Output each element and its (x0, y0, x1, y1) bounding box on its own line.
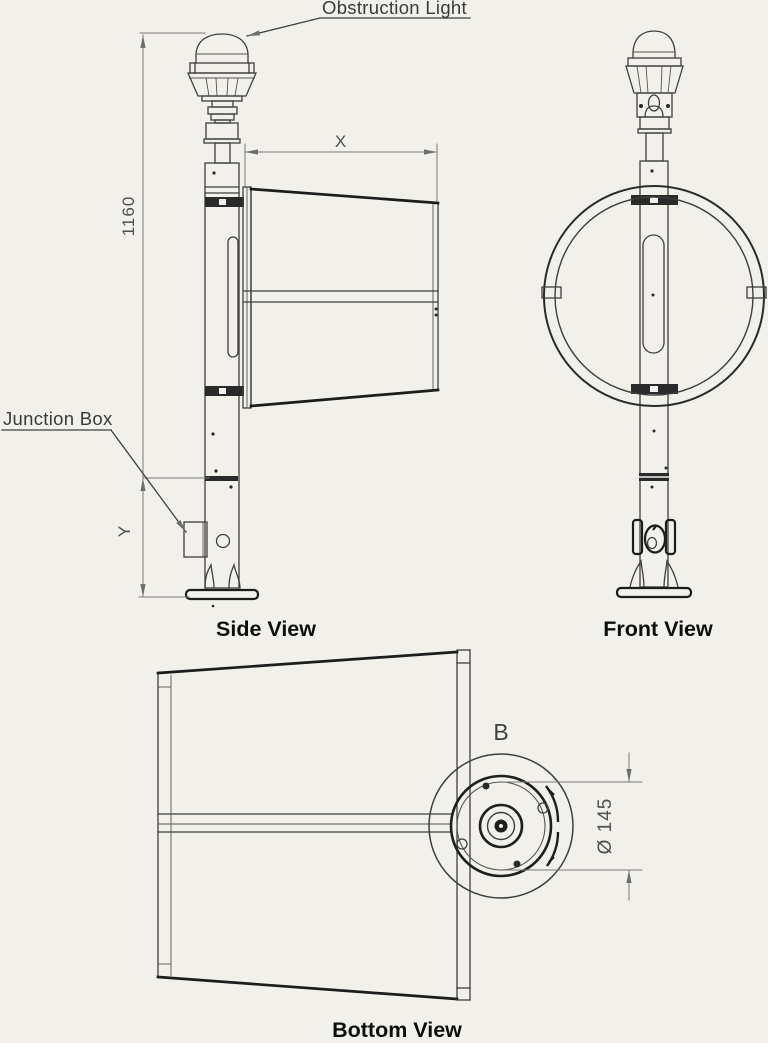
dim-flange-text: Ø 145 (595, 798, 616, 855)
obstruction-light-label: Obstruction Light (322, 0, 467, 18)
front-hoop-ring (541, 185, 767, 407)
obstruction-light-callout: Obstruction Light (246, 0, 471, 37)
dim-1160-text: 1160 (119, 196, 138, 237)
dimension-x: X (244, 132, 438, 202)
side-windsock-cone (242, 186, 440, 409)
bottom-view-title: Bottom View (332, 1018, 462, 1042)
junction-box-callout: Junction Box (1, 408, 187, 533)
bottom-swivel-assembly (428, 753, 574, 899)
side-base (184, 562, 260, 608)
front-view: Front View (541, 30, 767, 641)
side-obstruction-light (187, 33, 257, 164)
side-pole (204, 162, 244, 589)
dim-y-text: Y (115, 525, 134, 537)
dim-x-text: X (335, 132, 347, 151)
side-view: 1160 Y X Obstruction Light Junction Box (1, 0, 471, 641)
side-view-title: Side View (216, 617, 316, 641)
dimension-flange-diameter: Ø 145 (504, 752, 643, 901)
front-pole (631, 160, 678, 588)
front-obstruction-light (625, 30, 684, 162)
bottom-cone-panel (156, 649, 471, 1001)
front-view-title: Front View (603, 617, 713, 641)
detail-b-label: B (493, 719, 508, 745)
bottom-view: B Ø 145 Bottom View (156, 649, 643, 1042)
front-base (615, 559, 693, 599)
dimension-1160: 1160 (119, 32, 206, 598)
side-junction-box (183, 521, 208, 558)
junction-box-label: Junction Box (3, 408, 113, 429)
dimension-y: Y (115, 477, 210, 598)
